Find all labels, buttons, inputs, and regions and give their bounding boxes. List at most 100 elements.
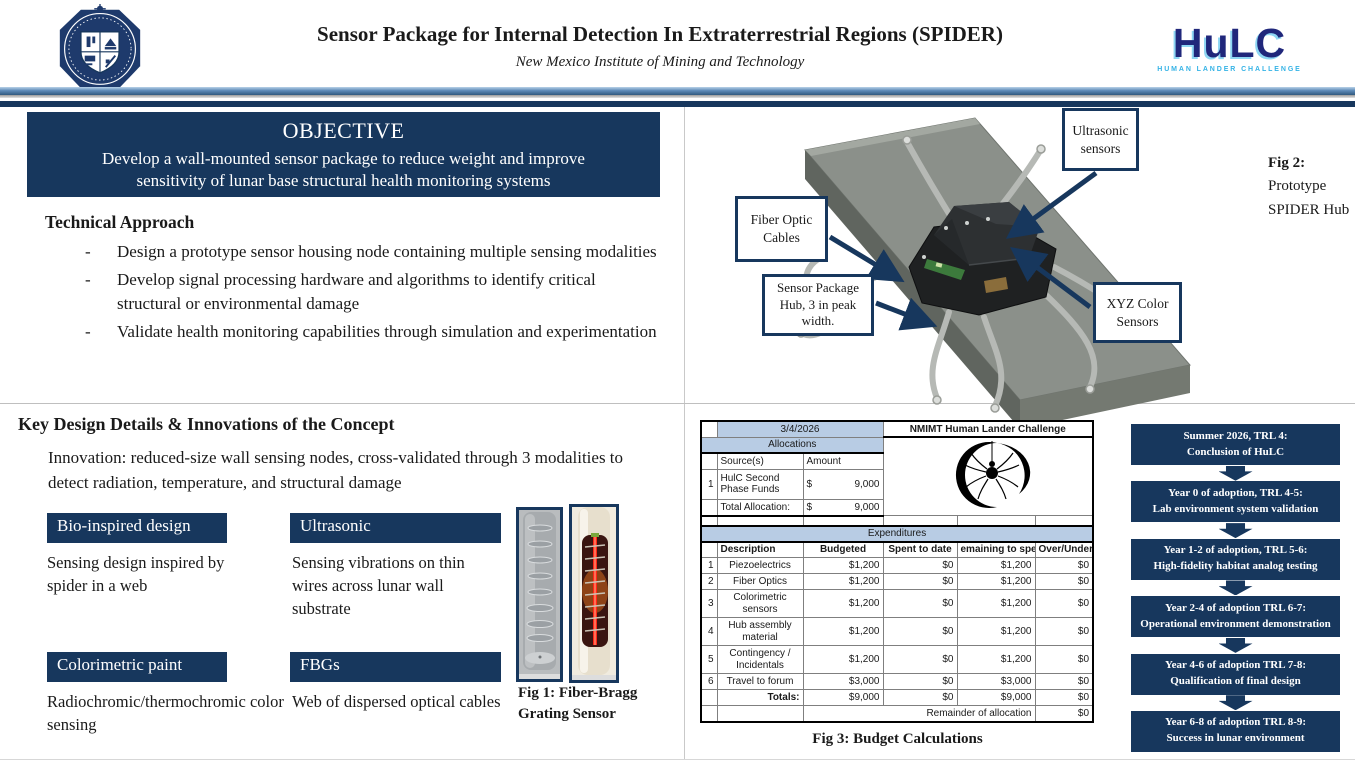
row-budgeted: $1,200	[802, 573, 884, 590]
bottom-border-line	[0, 759, 1355, 760]
timeline-step: Year 1-2 of adoption, TRL 5-6: High-fide…	[1131, 538, 1340, 580]
card-text-ultrasonic: Sensing vibrations on thin wires across …	[292, 553, 465, 619]
card-title-colorimetric-paint: Colorimetric paint	[47, 652, 227, 682]
row-remaining: $1,200	[956, 617, 1036, 646]
row-num: 2	[700, 573, 718, 590]
fig2-caption-label: Fig 2:	[1268, 155, 1306, 171]
row-spent: $0	[882, 573, 958, 590]
page-title: Sensor Package for Internal Detection In…	[317, 22, 1003, 46]
row-over: $0	[1034, 617, 1094, 646]
table-cell	[882, 515, 958, 526]
trl-timeline: Summer 2026, TRL 4: Conclusion of HuLC Y…	[1131, 424, 1340, 752]
alloc-col-amount: Amount	[802, 452, 884, 470]
timeline-step-line2: Qualification of final design	[1170, 675, 1301, 687]
table-cell	[700, 514, 718, 526]
table-cell	[716, 514, 804, 526]
fig2-label-sensor-package-hub: Sensor Package Hub, 3 in peak width.	[762, 274, 874, 336]
row-spent: $0	[882, 673, 958, 690]
timeline-step-line2: High-fidelity habitat analog testing	[1153, 560, 1318, 573]
exp-col-description: Description	[716, 541, 804, 558]
row-over: $0	[1034, 573, 1094, 590]
totals-remaining: $9,000	[956, 689, 1036, 706]
fig1-grating-photo-right	[569, 504, 619, 683]
fig1-grating-photo-left	[516, 507, 563, 682]
nmt-seal-logo	[44, 4, 156, 97]
totals-over: $0	[1034, 689, 1094, 706]
alloc-col-source: Source(s)	[716, 452, 804, 470]
bullet-text: Develop signal processing hardware and a…	[117, 270, 596, 314]
grating-cylinder-image	[519, 510, 560, 674]
total-allocation-label: Total Allocation:	[716, 498, 804, 517]
timeline-step: Year 4-6 of adoption TRL 7-8: Qualificat…	[1131, 653, 1340, 695]
table-cell	[1034, 515, 1094, 526]
row-desc: Travel to forum	[716, 673, 804, 690]
totals-spent: $0	[882, 689, 958, 706]
table-cell	[700, 498, 718, 517]
allocations-header: Allocations	[700, 436, 884, 455]
card-text-fbgs: Web of dispersed optical cables	[292, 692, 501, 711]
timeline-step: Summer 2026, TRL 4: Conclusion of HuLC	[1131, 424, 1340, 465]
row-remaining: $1,200	[956, 645, 1036, 674]
header-divider-shadow	[0, 95, 1355, 98]
timeline-step-line2: Operational environment demonstration	[1140, 617, 1331, 630]
row-spent: $0	[882, 645, 958, 674]
totals-label: Totals:	[716, 689, 804, 706]
exp-col-remaining: emaining to spen	[956, 541, 1036, 558]
row-num: 3	[700, 589, 718, 618]
arrow-down-icon	[1218, 637, 1253, 653]
card-text-bio-inspired-design: Sensing design inspired by spider in a w…	[47, 553, 225, 596]
timeline-step: Year 6-8 of adoption TRL 8-9: Success in…	[1131, 710, 1340, 752]
row-budgeted: $1,200	[802, 617, 884, 646]
totals-budgeted: $9,000	[802, 689, 884, 706]
row-budgeted: $1,200	[802, 557, 884, 574]
header-title-block: Sensor Package for Internal Detection In…	[160, 22, 1160, 71]
list-item: - Validate health monitoring capabilitie…	[85, 320, 660, 344]
bullet-marker: -	[85, 242, 91, 261]
arrow-down-icon	[1218, 580, 1253, 596]
fig2-caption-line: Prototype	[1268, 178, 1327, 195]
arrow-down-icon	[1218, 465, 1253, 481]
alloc-row-amount: $ 9,000	[802, 468, 884, 500]
row-remaining: $1,200	[956, 573, 1036, 590]
row-budgeted: $1,200	[802, 589, 884, 618]
currency-symbol: $	[806, 501, 813, 513]
fig2-label-xyz-color-sensors: XYZ Color Sensors	[1093, 282, 1182, 343]
row-desc: Contingency / Incidentals	[716, 645, 804, 674]
row-num: 4	[700, 617, 718, 646]
fig2-label-fiber-optic-cables: Fiber Optic Cables	[735, 196, 828, 262]
table-row: 2 Fiber Optics $1,200 $0 $1,200 $0	[700, 573, 1094, 590]
card-title-bio-inspired-design: Bio-inspired design	[47, 513, 227, 543]
row-num: 1	[700, 557, 718, 574]
total-allocation-amount: $ 9,000	[802, 498, 884, 517]
list-item: - Develop signal processing hardware and…	[85, 268, 660, 316]
table-row: 4 Hub assembly material $1,200 $0 $1,200…	[700, 617, 1094, 646]
header-divider-navy-bar	[0, 101, 1355, 107]
row-desc: Hub assembly material	[716, 617, 804, 646]
row-over: $0	[1034, 589, 1094, 618]
prototype-hub-render	[796, 117, 1191, 422]
row-desc: Fiber Optics	[716, 573, 804, 590]
timeline-step: Year 0 of adoption, TRL 4-5: Lab environ…	[1131, 481, 1340, 523]
row-budgeted: $3,000	[802, 673, 884, 690]
table-row: 5 Contingency / Incidentals $1,200 $0 $1…	[700, 645, 1094, 674]
table-row: 6 Travel to forum $3,000 $0 $3,000 $0	[700, 673, 1094, 690]
fig2-caption-line: SPIDER Hub	[1268, 201, 1350, 218]
currency-symbol: $	[806, 478, 813, 490]
nmt-seal-icon	[59, 4, 141, 89]
timeline-step: Year 2-4 of adoption TRL 6-7: Operationa…	[1131, 596, 1340, 638]
budget-table: 3/4/2026 NMIMT Human Lander Challenge Al…	[700, 420, 1095, 723]
bullet-text: Validate health monitoring capabilities …	[117, 322, 657, 342]
hulc-logo-subtext: HUMAN LANDER CHALLENGE	[1157, 65, 1302, 73]
exp-col-spent: Spent to date	[882, 541, 958, 558]
arrow-down-icon	[1218, 523, 1253, 539]
row-over: $0	[1034, 557, 1094, 574]
table-row: 3 Colorimetric sensors $1,200 $0 $1,200 …	[700, 589, 1094, 618]
bullet-marker: -	[85, 322, 91, 342]
table-cell	[802, 514, 884, 526]
list-item: - Design a prototype sensor housing node…	[85, 240, 660, 264]
fig2-caption: Fig 2: Prototype SPIDER Hub	[1268, 152, 1354, 222]
timeline-step-line1: Year 2-4 of adoption TRL 6-7:	[1164, 601, 1307, 614]
timeline-step-line1: Summer 2026, TRL 4:	[1183, 429, 1288, 442]
vertical-divider	[684, 107, 685, 760]
timeline-step-line2: Success in lunar environment	[1166, 732, 1305, 745]
